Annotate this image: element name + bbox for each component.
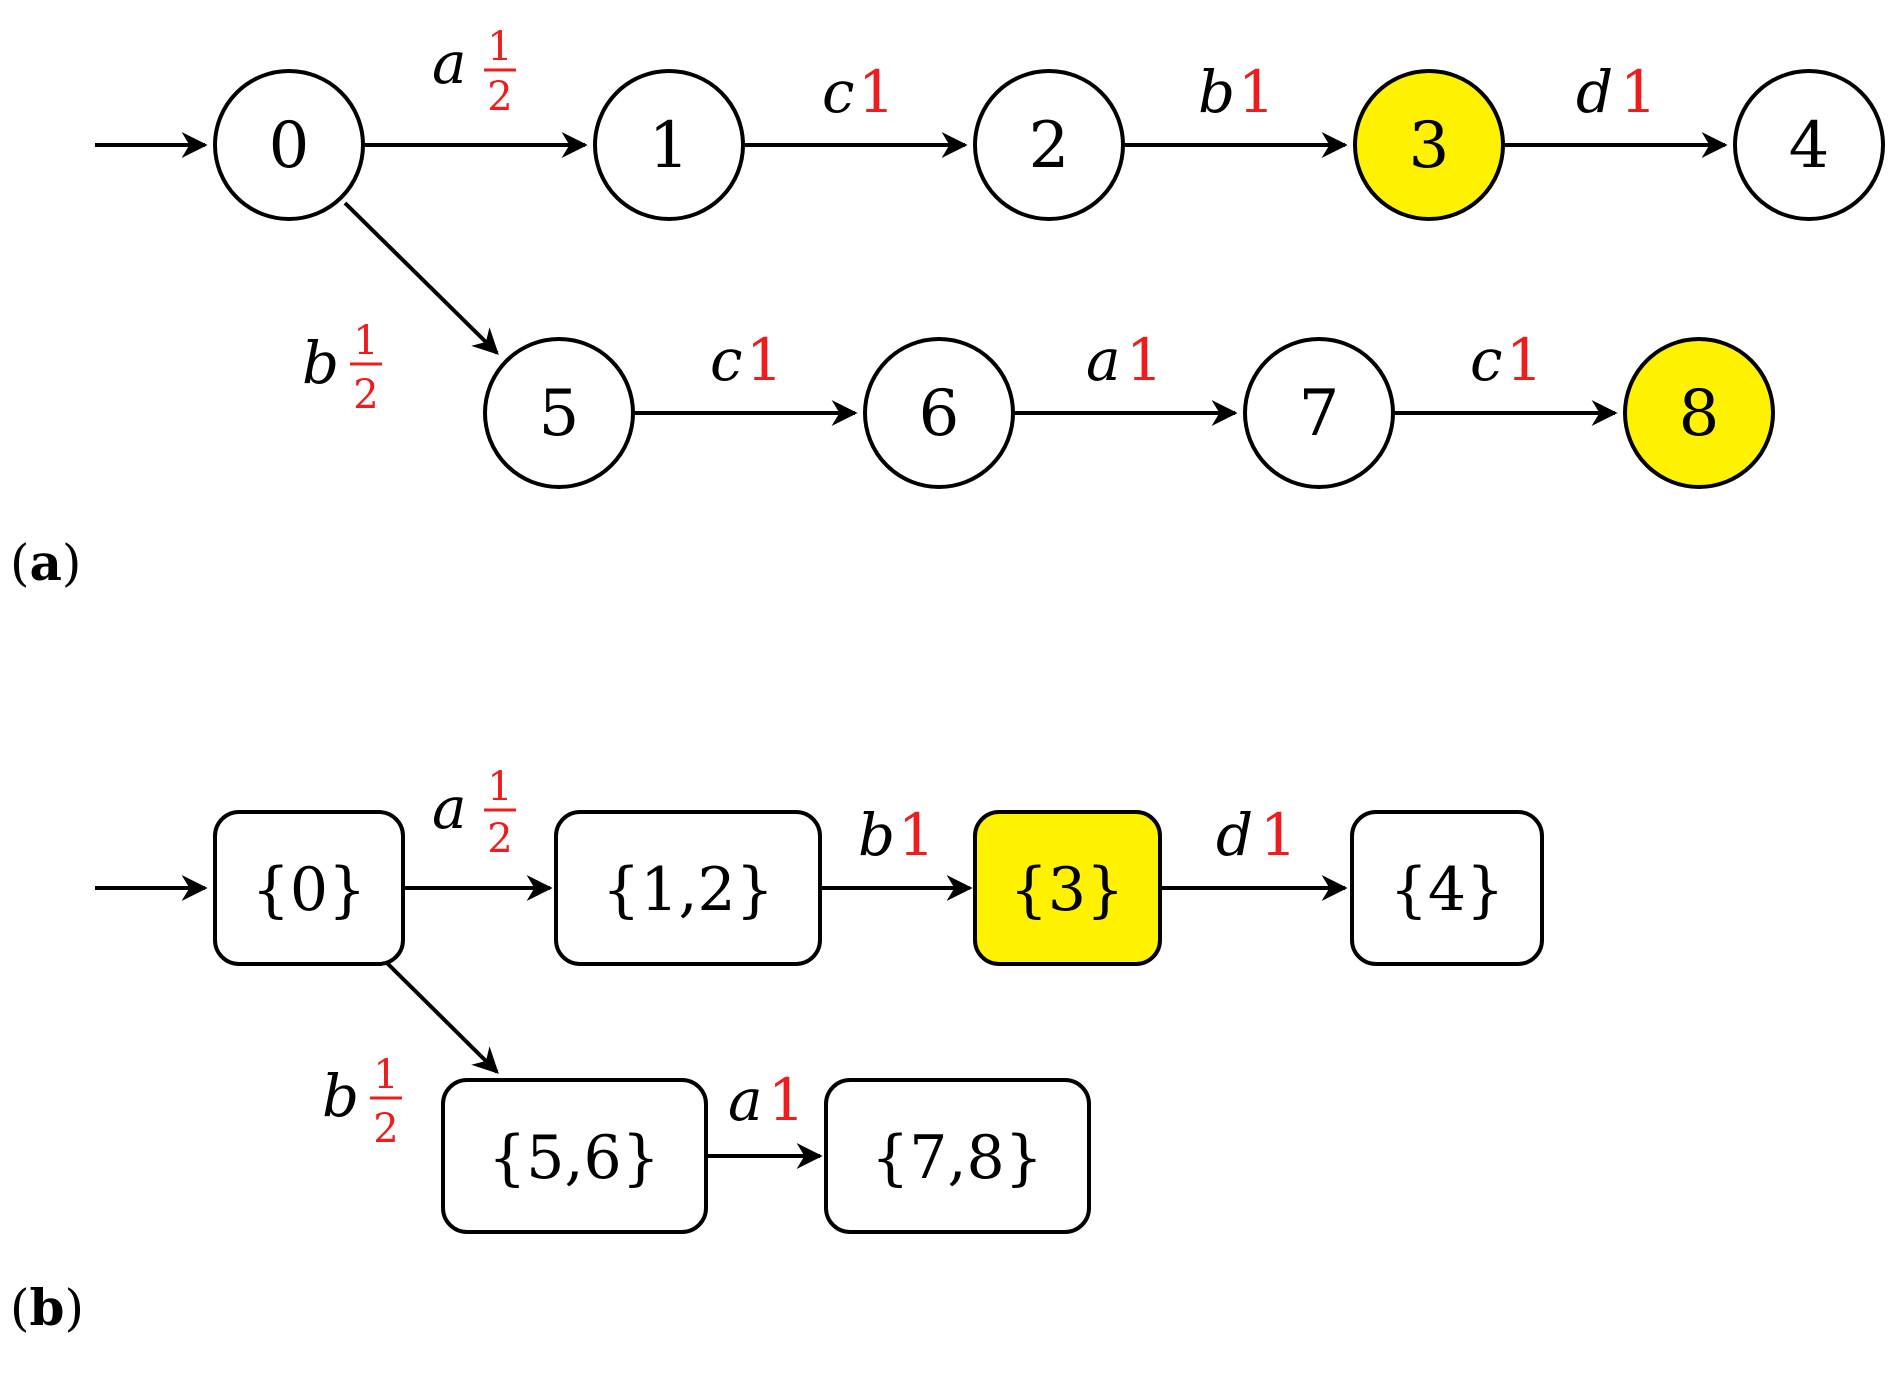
state-5: 5 (483, 337, 635, 489)
edge-0-5 (343, 201, 499, 355)
edge-label-7-8-weight: 1 (1506, 326, 1543, 394)
edge-label-s3-s4-symbol: d (1216, 801, 1253, 869)
edge-label-s0-s56-num: 1 (373, 1052, 398, 1098)
edge-label-s56-s78-symbol: a (728, 1066, 763, 1134)
edge-label-1-2-symbol: c (822, 58, 854, 126)
state-6: 6 (863, 337, 1015, 489)
edge-label-s0-s12: a 1 2 (432, 764, 516, 862)
panel-a: 0 1 2 3 4 5 6 7 (10, 24, 1885, 592)
state-3: 3 (1353, 69, 1505, 221)
edge-label-s12-s3-symbol: b (858, 801, 895, 869)
edge-label-0-1-symbol: a (432, 29, 467, 97)
set-state-1-2: {1,2} (554, 810, 822, 966)
edge-label-7-8: c 1 (1470, 326, 1543, 394)
edge-label-0-1-den: 2 (487, 74, 512, 120)
set-state-4-label: {4} (1390, 855, 1505, 925)
set-state-0: {0} (213, 810, 405, 966)
edge-label-2-3: b 1 (1198, 58, 1275, 126)
set-state-3-label: {3} (1010, 855, 1125, 925)
edge-label-2-3-symbol: b (1198, 58, 1235, 126)
edge-label-3-4-weight: 1 (1620, 58, 1657, 126)
state-0-label: 0 (269, 109, 310, 183)
edge-label-s0-s12-num: 1 (487, 764, 512, 810)
edge-label-6-7-weight: 1 (1126, 326, 1163, 394)
state-7-label: 7 (1299, 377, 1340, 451)
edge-label-3-4-symbol: d (1576, 58, 1613, 126)
state-4-label: 4 (1789, 109, 1830, 183)
edge-label-s0-s56-symbol: b (322, 1062, 359, 1130)
edge-label-3-4: d 1 (1576, 58, 1657, 126)
set-state-4: {4} (1350, 810, 1544, 966)
edge-label-5-6: c 1 (710, 326, 783, 394)
set-state-5-6: {5,6} (441, 1078, 708, 1234)
set-state-7-8: {7,8} (824, 1078, 1091, 1234)
edge-label-s3-s4: d 1 (1216, 801, 1297, 869)
edge-label-5-6-symbol: c (710, 326, 742, 394)
state-2-label: 2 (1029, 109, 1070, 183)
edge-label-s0-s56-den: 2 (373, 1106, 398, 1152)
state-6-label: 6 (919, 377, 960, 451)
panel-a-label: (a) (10, 533, 81, 592)
state-1-label: 1 (649, 109, 690, 183)
edge-label-s56-s78-weight: 1 (768, 1066, 805, 1134)
edge-s0-s56 (385, 961, 499, 1074)
set-state-5-6-label: {5,6} (488, 1123, 660, 1193)
edge-label-0-1: a 1 2 (432, 24, 516, 120)
edge-label-0-1-num: 1 (487, 24, 512, 70)
state-0: 0 (213, 69, 365, 221)
edge-label-1-2: c 1 (822, 58, 895, 126)
edge-label-2-3-weight: 1 (1238, 58, 1275, 126)
panel-b-label: (b) (10, 1278, 84, 1337)
edge-label-6-7: a 1 (1086, 326, 1163, 394)
set-state-3: {3} (973, 810, 1162, 966)
edge-label-7-8-symbol: c (1470, 326, 1502, 394)
state-7: 7 (1243, 337, 1395, 489)
state-2: 2 (973, 69, 1125, 221)
state-8: 8 (1623, 337, 1775, 489)
edge-label-5-6-weight: 1 (746, 326, 783, 394)
edge-label-0-5-num: 1 (353, 318, 378, 364)
set-state-7-8-label: {7,8} (871, 1123, 1043, 1193)
edge-label-s0-s12-symbol: a (432, 774, 467, 842)
state-5-label: 5 (539, 377, 580, 451)
edge-label-0-5: b 1 2 (302, 318, 382, 418)
edge-label-s12-s3-weight: 1 (898, 801, 935, 869)
set-state-0-label: {0} (252, 855, 367, 925)
edge-label-s3-s4-weight: 1 (1260, 801, 1297, 869)
state-8-label: 8 (1679, 377, 1720, 451)
panel-b: {0} {1,2} {3} {4} {5,6} {7,8} a 1 2 (10, 764, 1544, 1337)
edge-label-s0-s12-den: 2 (487, 816, 512, 862)
edge-label-s56-s78: a 1 (728, 1066, 805, 1134)
edge-label-s12-s3: b 1 (858, 801, 935, 869)
edge-label-1-2-weight: 1 (858, 58, 895, 126)
state-3-label: 3 (1409, 109, 1450, 183)
edge-label-6-7-symbol: a (1086, 326, 1121, 394)
edge-label-s0-s56: b 1 2 (322, 1052, 402, 1152)
edge-label-0-5-den: 2 (353, 372, 378, 418)
state-1: 1 (593, 69, 745, 221)
state-4: 4 (1733, 69, 1885, 221)
set-state-1-2-label: {1,2} (602, 855, 774, 925)
edge-label-0-5-symbol: b (302, 329, 339, 397)
